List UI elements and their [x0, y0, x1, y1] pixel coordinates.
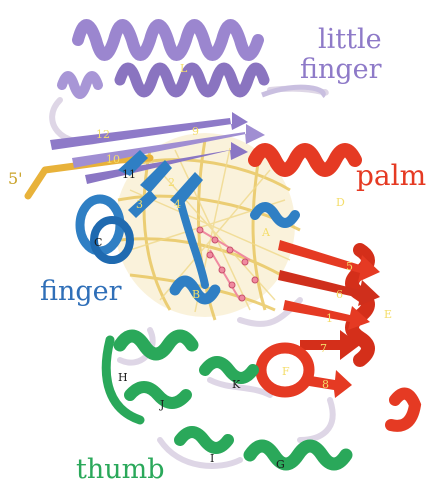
- palm-label: palm: [356, 159, 426, 192]
- marker-10: 10: [106, 153, 120, 166]
- marker-F: F: [282, 365, 290, 378]
- thumb-helix-h: [120, 336, 192, 354]
- marker-7: 7: [320, 342, 327, 355]
- little-finger-label-line2: finger: [300, 54, 382, 85]
- marker-J: J: [159, 398, 164, 411]
- finger-label: finger: [40, 276, 122, 307]
- marker-9: 9: [192, 125, 199, 138]
- marker-I: I: [210, 452, 214, 465]
- marker-12: 12: [96, 128, 110, 141]
- thumb-helix-g: [250, 446, 346, 464]
- palm-helix-g-tail: [391, 394, 415, 426]
- little-finger-helix-left: [62, 76, 98, 94]
- thumb-helix-j: [130, 387, 186, 403]
- marker-A: A: [261, 226, 271, 239]
- marker-L: L: [180, 62, 188, 75]
- marker-3: 3: [136, 198, 143, 211]
- marker-D: D: [336, 196, 345, 209]
- little-finger-helix-middle: [120, 68, 264, 92]
- thumb-helix-k: [205, 362, 253, 378]
- thumb-label: thumb: [76, 454, 165, 485]
- marker-8: 8: [322, 378, 329, 391]
- five-prime-label: 5': [8, 169, 23, 188]
- marker-E: E: [384, 308, 392, 321]
- little-finger-label-line1: little: [318, 24, 382, 55]
- marker-5: 5: [346, 260, 353, 273]
- marker-4: 4: [174, 198, 181, 211]
- marker-C: C: [94, 236, 102, 249]
- marker-K: K: [232, 378, 241, 391]
- little-finger-helix-top: [78, 25, 258, 55]
- thumb-helix-i: [180, 432, 228, 448]
- marker-G: G: [276, 458, 285, 471]
- marker-6: 6: [336, 288, 343, 301]
- thumb-domain: [106, 336, 346, 464]
- marker-1: 1: [326, 312, 333, 325]
- marker-H: H: [118, 371, 128, 384]
- marker-B: B: [192, 288, 200, 301]
- marker-11: 11: [122, 168, 136, 181]
- marker-2: 2: [168, 176, 175, 189]
